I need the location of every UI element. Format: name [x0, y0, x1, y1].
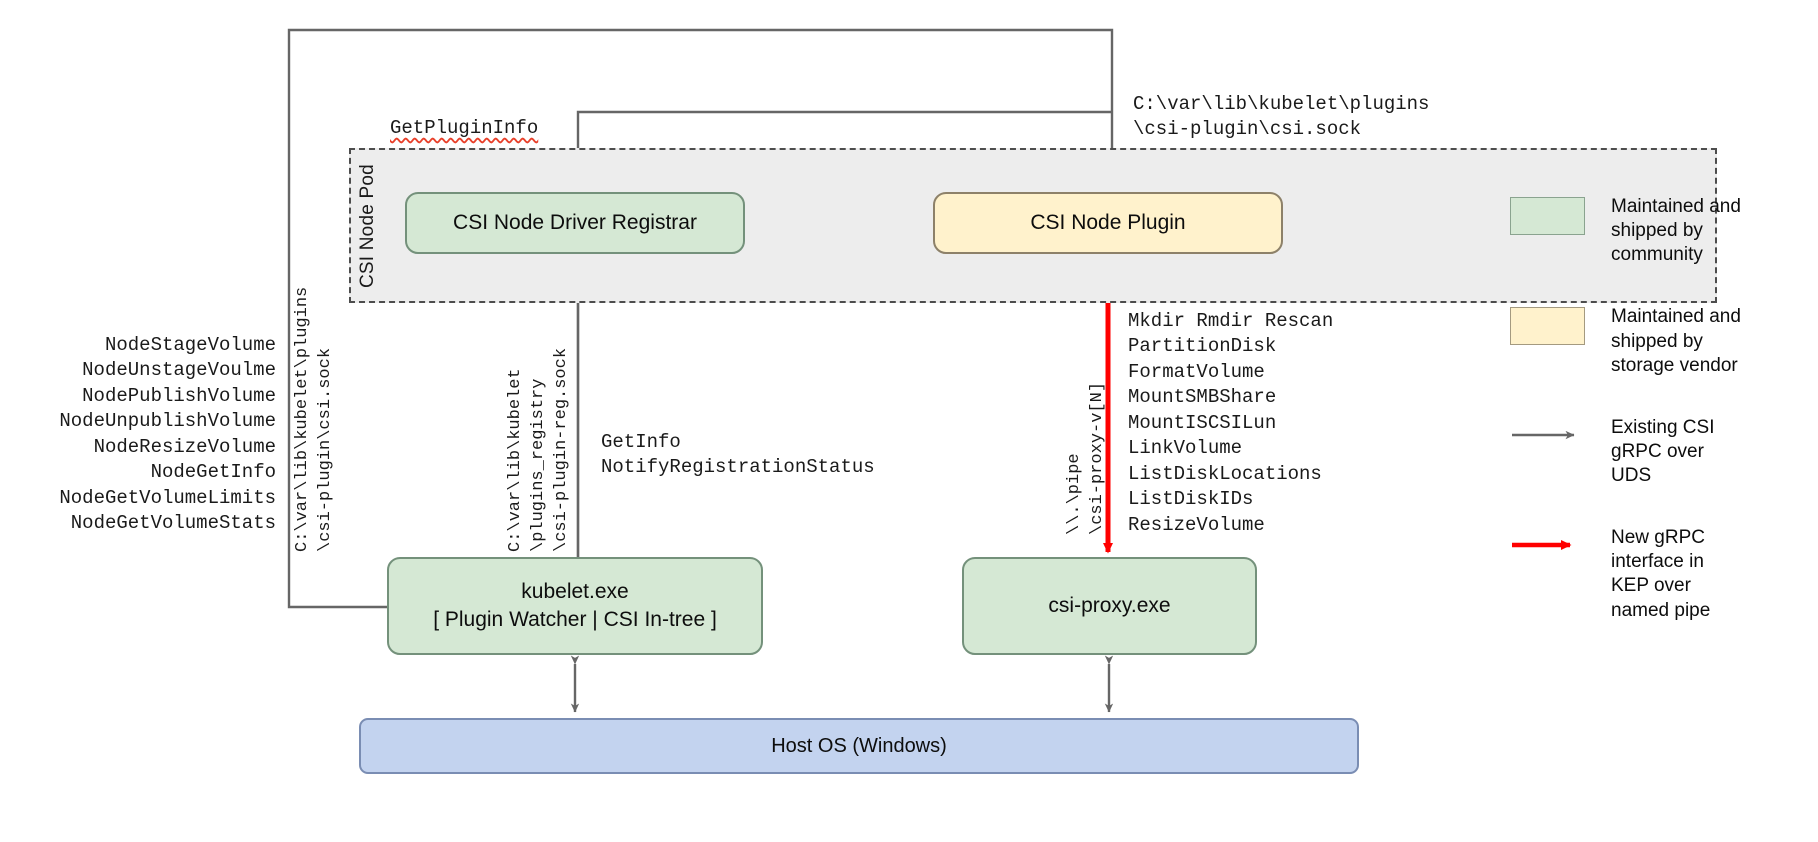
- box-kubelet-exe[interactable]: kubelet.exe [ Plugin Watcher | CSI In-tr…: [387, 557, 763, 655]
- box-csi-node-plugin-label: CSI Node Plugin: [1030, 211, 1186, 235]
- legend-swatch-green-icon: [1510, 197, 1585, 235]
- legend-vendor-line-1: Maintained and: [1611, 306, 1741, 328]
- box-kubelet-exe-label: kubelet.exe: [521, 580, 629, 604]
- label-registration-rpc-list: GetInfo NotifyRegistrationStatus: [601, 431, 875, 479]
- legend-community-line-2: shipped by: [1611, 220, 1703, 242]
- legend-gray-arrow-icon: [1510, 416, 1585, 454]
- legend-community-line-1: Maintained and: [1611, 196, 1741, 217]
- legend-item-community: Maintained and shipped by community: [1510, 195, 1810, 267]
- label-get-plugin-info: GetPluginInfo: [390, 117, 539, 139]
- label-csi-proxy-api-list: Mkdir Rmdir Rescan PartitionDisk FormatV…: [1128, 310, 1334, 536]
- box-host-os[interactable]: Host OS (Windows): [359, 718, 1359, 774]
- legend-existing-line-2: gRPC over: [1611, 440, 1704, 462]
- box-host-os-label: Host OS (Windows): [771, 734, 947, 757]
- label-named-pipe-path-vertical: \\.\pipe \csi-proxy-v[N]: [1065, 381, 1107, 535]
- legend-vendor-line-3: storage vendor: [1611, 354, 1738, 376]
- box-csi-node-driver-registrar-label: CSI Node Driver Registrar: [453, 211, 697, 235]
- label-node-service-rpc-list: NodeStageVolume NodeUnstageVoulme NodePu…: [59, 334, 276, 535]
- box-csi-node-plugin[interactable]: CSI Node Plugin: [933, 192, 1283, 254]
- label-csi-sock-path-top: C:\var\lib\kubelet\plugins \csi-plugin\c…: [1133, 93, 1430, 141]
- legend-red-arrow-icon: [1510, 526, 1585, 564]
- legend-existing-line-1: Existing CSI: [1611, 416, 1715, 438]
- box-kubelet-exe-subtitle: [ Plugin Watcher | CSI In-tree ]: [433, 608, 717, 631]
- legend-existing-line-3: UDS: [1611, 465, 1652, 486]
- legend-new-line-2: interface in: [1611, 551, 1704, 573]
- legend-new-line-4: named pipe: [1611, 599, 1711, 621]
- legend-community-line-3: community: [1611, 244, 1703, 266]
- legend-new-line-3: KEP over: [1611, 575, 1691, 597]
- box-csi-proxy-exe[interactable]: csi-proxy.exe: [962, 557, 1257, 655]
- legend-item-existing-grpc: Existing CSI gRPC over UDS: [1510, 416, 1810, 488]
- legend-item-new-grpc: New gRPC interface in KEP over named pip…: [1510, 526, 1810, 623]
- legend-vendor-line-2: shipped by: [1611, 330, 1703, 352]
- csi-node-pod-label-text: CSI Node Pod: [357, 164, 378, 288]
- box-csi-proxy-exe-label: csi-proxy.exe: [1048, 594, 1171, 618]
- legend-swatch-yellow-icon: [1510, 307, 1585, 346]
- label-plugins-registry-path-vertical: C:\var\lib\kubelet \plugins_registry \cs…: [506, 347, 571, 552]
- csi-node-pod-label: CSI Node Pod: [357, 48, 379, 288]
- legend-item-storage-vendor: Maintained and shipped by storage vendor: [1510, 305, 1810, 377]
- legend: Maintained and shipped by community Main…: [1510, 195, 1810, 661]
- box-csi-node-driver-registrar[interactable]: CSI Node Driver Registrar: [405, 192, 745, 254]
- legend-new-line-1: New gRPC: [1611, 527, 1705, 549]
- label-csi-sock-path-vertical: C:\var\lib\kubelet\plugins \csi-plugin\c…: [293, 286, 335, 552]
